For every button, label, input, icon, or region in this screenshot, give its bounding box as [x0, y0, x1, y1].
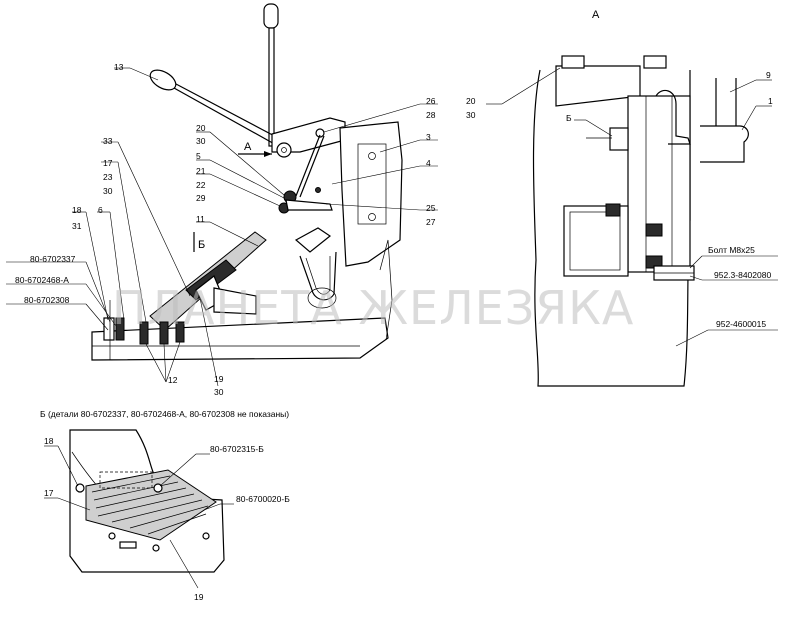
vb-label-80-6702315-b: 80-6702315-Б	[210, 444, 264, 454]
label-19: 19	[214, 374, 224, 384]
label-22: 22	[196, 180, 206, 190]
housing	[339, 121, 403, 267]
va-label-952: 952-4600015	[716, 319, 766, 329]
label-17: 17	[103, 158, 113, 168]
label-29: 29	[196, 193, 206, 203]
label-27: 27	[426, 217, 436, 227]
watermark: ПЛАНЕТА ЖЕЛЕЗЯКА	[112, 281, 634, 335]
label-4: 4	[426, 158, 431, 168]
va-label-1: 1	[768, 96, 773, 106]
label-5: 5	[196, 151, 201, 161]
view-b-title: Б (детали 80-6702337, 80-6702468-А, 80-6…	[40, 409, 289, 419]
vb-label-18: 18	[44, 436, 54, 446]
shift-knob	[263, 3, 279, 29]
view-b	[44, 429, 234, 589]
label-6: 6	[98, 205, 103, 215]
va-label-b: Б	[566, 113, 572, 123]
shift-rod	[268, 27, 275, 147]
label-30-a: 30	[103, 186, 113, 196]
label-80-6702337: 80-6702337	[30, 254, 76, 264]
leader-lines	[6, 67, 438, 387]
label-80-6702468-a: 80-6702468-А	[15, 275, 69, 285]
va-label-30: 30	[466, 110, 476, 120]
label-31: 31	[72, 221, 82, 231]
upper-bracket	[271, 117, 346, 158]
label-11: 11	[196, 214, 205, 224]
label-23: 23	[103, 172, 113, 182]
va-label-20: 20	[466, 96, 476, 106]
label-80-6702308: 80-6702308	[24, 295, 70, 305]
hand-lever	[149, 69, 283, 147]
label-33: 33	[103, 136, 113, 146]
label-20: 20	[196, 123, 206, 133]
va-label-9: 9	[766, 70, 771, 80]
pedal	[149, 231, 267, 331]
view-b-marker: Б	[198, 239, 205, 251]
vb-label-19: 19	[194, 592, 204, 602]
label-18: 18	[72, 205, 82, 215]
label-30-b: 30	[214, 387, 224, 397]
vb-label-80-6700020-b: 80-6700020-Б	[236, 494, 290, 504]
main-view	[6, 3, 438, 387]
label-21: 21	[196, 166, 206, 176]
lower-link	[294, 227, 337, 309]
view-markers: А А Б Б (детали 80-6702337, 80-6702468-А…	[40, 9, 600, 419]
view-a-marker: А	[244, 141, 252, 153]
view-a-labels: 20 30 Б 9 1 Болт М8х25 952.3-8402080 952…	[466, 70, 773, 329]
pedal-pad	[85, 469, 217, 541]
label-13: 13	[114, 62, 124, 72]
label-30-c: 30	[196, 136, 206, 146]
ball-joint	[278, 187, 333, 214]
va-label-bolt: Болт М8х25	[708, 245, 755, 255]
main-view-labels: 13 33 17 23 30 18 31 6 80-6702337 80-670…	[15, 62, 436, 397]
label-25: 25	[426, 203, 436, 213]
label-12: 12	[168, 375, 178, 385]
label-26: 26	[426, 96, 436, 106]
view-a	[486, 55, 778, 387]
cab-contour	[532, 69, 691, 387]
view-a-title: А	[592, 9, 600, 21]
vb-label-17: 17	[44, 488, 54, 498]
label-3: 3	[426, 132, 431, 142]
va-label-952-3: 952.3-8402080	[714, 270, 771, 280]
link-rod	[295, 134, 321, 197]
view-b-labels: 18 80-6702315-Б 17 80-6700020-Б 19	[44, 436, 290, 602]
label-28: 28	[426, 110, 436, 120]
